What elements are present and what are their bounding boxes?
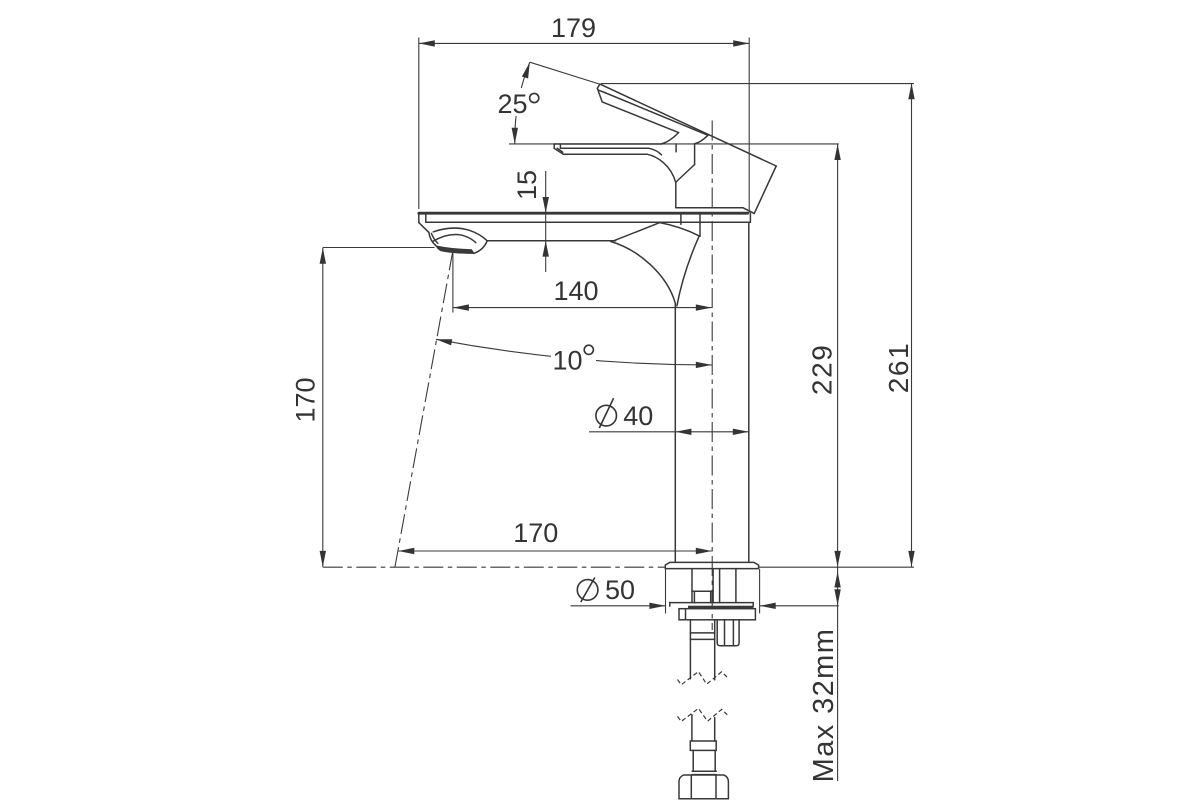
svg-text:179: 179 — [551, 13, 596, 43]
svg-text:15: 15 — [512, 170, 542, 200]
svg-text:261: 261 — [883, 342, 914, 394]
svg-text:170: 170 — [513, 518, 558, 548]
svg-text:10: 10 — [552, 346, 582, 376]
svg-text:25: 25 — [497, 89, 527, 119]
svg-text:140: 140 — [553, 276, 598, 306]
svg-text:229: 229 — [806, 344, 837, 396]
svg-text:Max 32mm: Max 32mm — [808, 628, 840, 783]
svg-text:50: 50 — [605, 575, 635, 605]
svg-text:40: 40 — [623, 401, 653, 431]
svg-text:170: 170 — [291, 377, 321, 422]
